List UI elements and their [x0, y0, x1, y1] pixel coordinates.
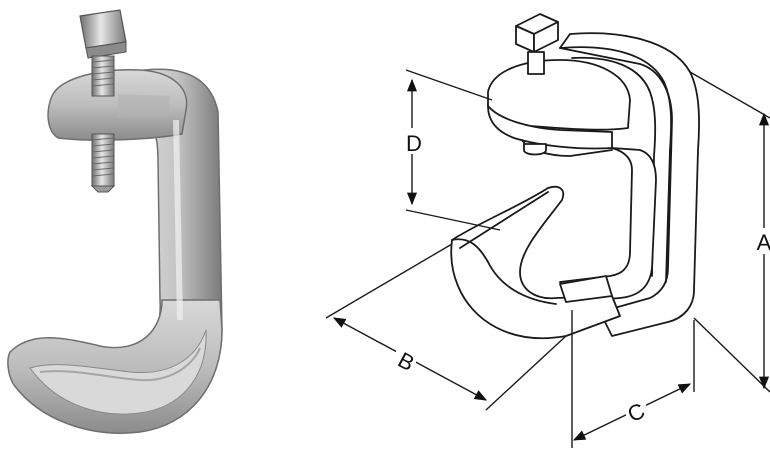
bolt-threads: [91, 59, 115, 177]
drawing-bolt-rod: [527, 51, 545, 75]
c-clamp-photo: [7, 9, 223, 434]
c-clamp-line-drawing: [450, 13, 700, 340]
dim-d-label: D: [406, 131, 422, 156]
bolt-rod-lower: [91, 133, 115, 187]
dim-a-label: A: [757, 230, 770, 255]
drawing-bottom-hook: [450, 185, 621, 340]
drawing-inner-channel: [559, 147, 657, 303]
bolt-head: [79, 9, 127, 49]
